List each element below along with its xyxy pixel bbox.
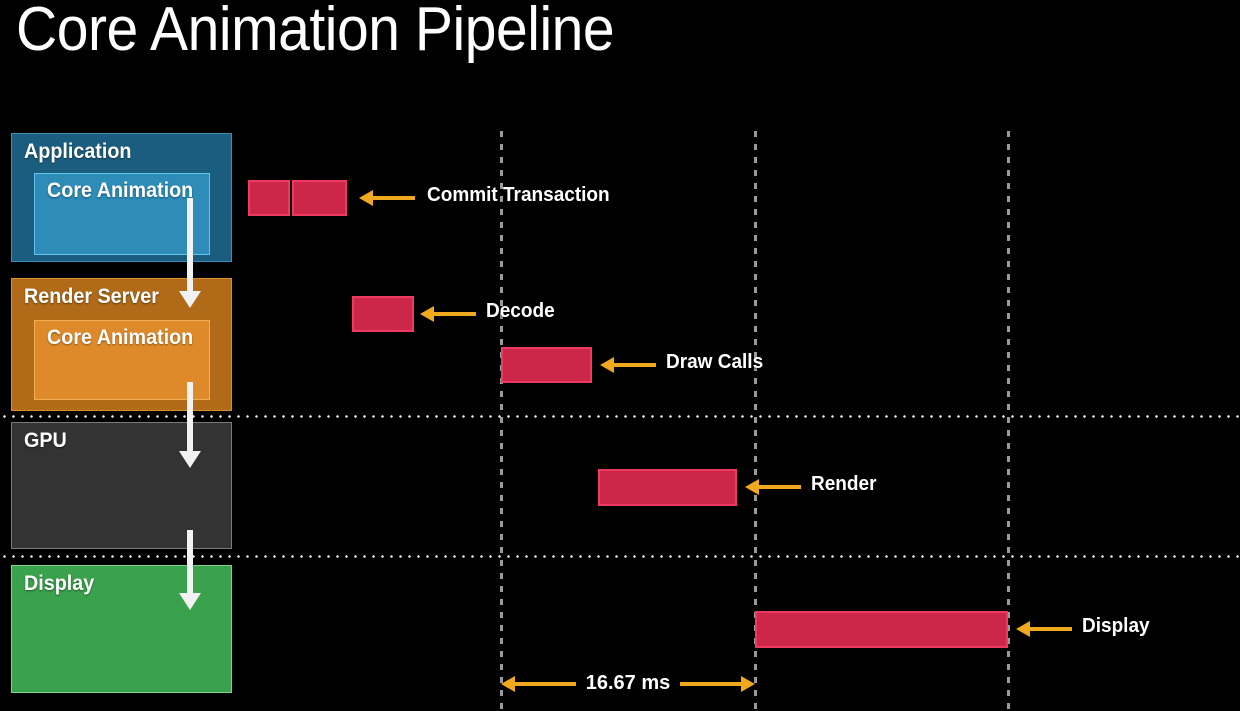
- page-title: Core Animation Pipeline: [16, 0, 615, 64]
- flow-arrow-render-server-to-gpu: [179, 382, 201, 468]
- bar-commit-transaction-2: [292, 180, 347, 216]
- frame-boundary-line-2: [754, 131, 757, 711]
- lane-display-label: Display: [24, 572, 95, 595]
- measure-arrowhead-left-icon: [501, 676, 515, 692]
- callout-draw-calls-label: Draw Calls: [666, 351, 764, 373]
- callout-decode-label: Decode: [486, 300, 555, 322]
- lane-application-core-animation-label: Core Animation: [47, 179, 194, 202]
- lane-display: Display: [11, 565, 232, 693]
- bar-display: [755, 611, 1008, 648]
- callout-render: Render: [745, 473, 876, 499]
- lane-separator-gpu: [0, 415, 1240, 418]
- measure-arrowhead-right-icon: [741, 676, 755, 692]
- callout-decode: Decode: [420, 300, 555, 326]
- callout-arrowhead-icon: [420, 306, 434, 322]
- flow-arrow-gpu-to-display: [179, 530, 201, 610]
- lane-render-server-core-animation: Core Animation: [34, 320, 210, 400]
- lane-application-label: Application: [24, 140, 132, 163]
- bar-render: [598, 469, 737, 506]
- frame-duration-label: 16.67 ms: [576, 670, 680, 696]
- callout-arrowhead-icon: [359, 190, 373, 206]
- frame-duration-measure: 16.67 ms: [501, 670, 755, 697]
- callout-commit-transaction: Commit Transaction: [359, 184, 610, 210]
- callout-display-label: Display: [1082, 615, 1150, 637]
- lane-application: Application Core Animation: [11, 133, 232, 262]
- lane-gpu-label: GPU: [24, 429, 67, 452]
- lane-render-server: Render Server Core Animation: [11, 278, 232, 411]
- frame-boundary-line-1: [500, 131, 503, 711]
- callout-arrowhead-icon: [600, 357, 614, 373]
- callout-arrowhead-icon: [1016, 621, 1030, 637]
- bar-draw-calls: [501, 347, 592, 383]
- lane-render-server-core-animation-label: Core Animation: [47, 326, 194, 349]
- bar-commit-transaction-1: [248, 180, 290, 216]
- callout-commit-transaction-label: Commit Transaction: [427, 184, 610, 206]
- bar-decode: [352, 296, 414, 332]
- frame-boundary-line-3: [1007, 131, 1010, 711]
- callout-draw-calls: Draw Calls: [600, 351, 763, 377]
- lane-render-server-label: Render Server: [24, 285, 159, 308]
- flow-arrow-application-to-render-server: [179, 198, 201, 308]
- callout-render-label: Render: [811, 473, 877, 495]
- lane-application-core-animation: Core Animation: [34, 173, 210, 255]
- lane-separator-display: [0, 555, 1240, 558]
- callout-arrowhead-icon: [745, 479, 759, 495]
- lane-gpu: GPU: [11, 422, 232, 549]
- callout-display: Display: [1016, 615, 1150, 641]
